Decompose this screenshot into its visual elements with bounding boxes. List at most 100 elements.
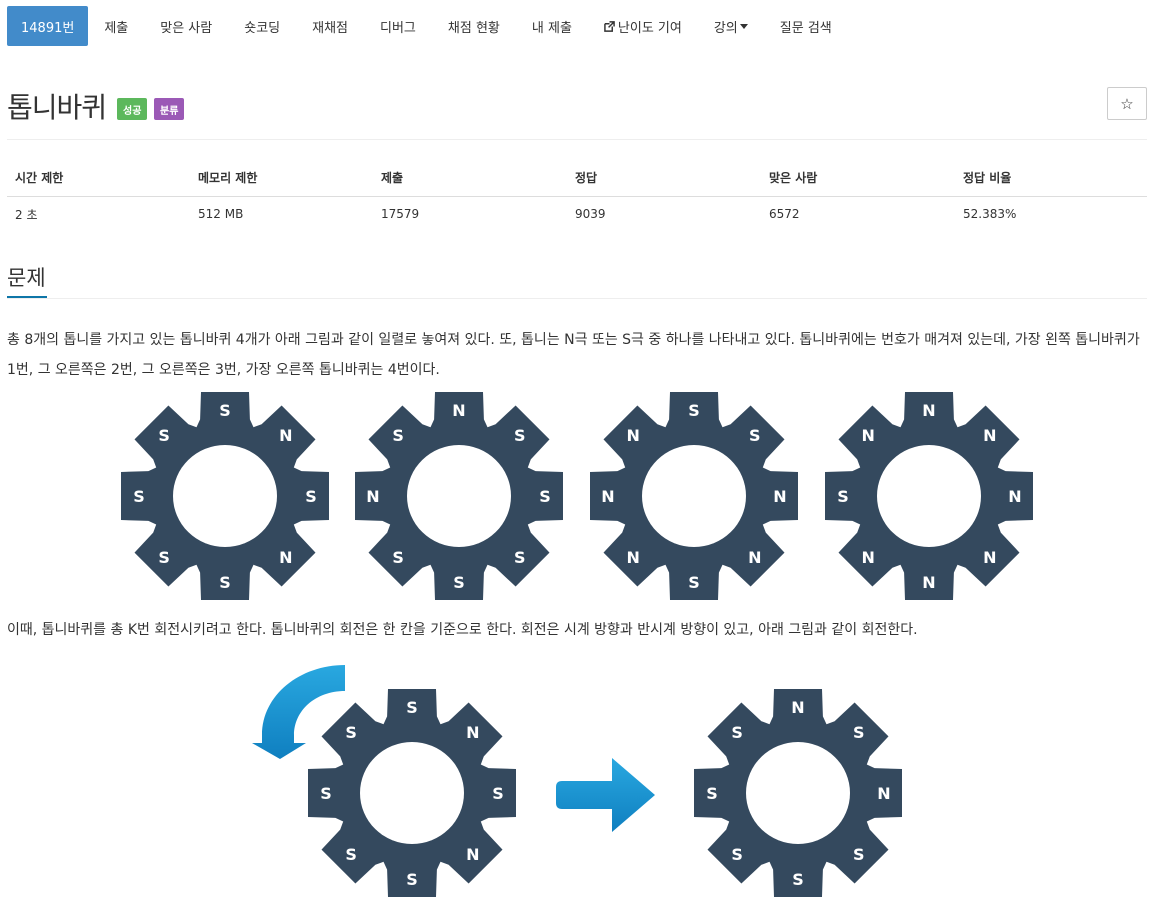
gear-hole	[746, 742, 850, 844]
gear-tooth-label: S	[320, 784, 332, 803]
gear-tooth-label: S	[514, 548, 526, 567]
gear-tooth-label: S	[219, 573, 231, 592]
gear-tooth-label: S	[853, 845, 865, 864]
gear-tooth-label: N	[922, 401, 935, 420]
td-submissions: 17579	[381, 207, 420, 222]
gear-tooth-label: S	[392, 426, 404, 445]
problem-paragraph-2: 이때, 톱니바퀴를 총 K번 회전시키려고 한다. 톱니바퀴의 회전은 한 칸을…	[7, 622, 918, 638]
gear-tooth-label: N	[922, 573, 935, 592]
gear-tooth-label: N	[466, 723, 479, 742]
gear-hole	[407, 445, 511, 547]
gear-tooth-label: S	[688, 401, 700, 420]
gear-before-rotation: S N S N S S S S	[308, 689, 516, 897]
gear-tooth-label: N	[983, 548, 996, 567]
gear-tooth-label: S	[837, 487, 849, 506]
table-header-row: 시간 제한 메모리 제한 제출 정답 맞은 사람 정답 비율	[7, 160, 1147, 197]
gear-tooth-label: N	[466, 845, 479, 864]
gear-tooth-label: N	[862, 548, 875, 567]
gear-tooth-label: S	[731, 845, 743, 864]
section-divider	[7, 298, 1147, 299]
section-underline	[7, 296, 47, 298]
gear-tooth-label: S	[492, 784, 504, 803]
nav-lecture-dropdown[interactable]: 강의	[698, 6, 764, 46]
counterclockwise-arrow-icon	[252, 665, 345, 759]
nav-short-coding[interactable]: 숏코딩	[244, 20, 281, 36]
gear-tooth-label: S	[406, 870, 418, 889]
gear-hole	[173, 445, 277, 547]
problem-header: 톱니바퀴 성공 분류 ☆	[7, 86, 1147, 126]
gear-tooth-label: N	[862, 426, 875, 445]
nav-debug[interactable]: 디버그	[380, 20, 416, 36]
gear-tooth-label: N	[877, 784, 890, 803]
nav-status[interactable]: 채점 현황	[447, 20, 500, 36]
gear-tooth-label: S	[453, 573, 465, 592]
th-ratio: 정답 비율	[955, 160, 1147, 197]
gear-tooth-label: S	[392, 548, 404, 567]
gear-tooth-label: S	[406, 698, 418, 717]
gear-tooth-label: N	[366, 487, 379, 506]
solved-badge[interactable]: 성공	[117, 98, 148, 120]
th-time-limit: 시간 제한	[7, 160, 190, 197]
nav-difficulty-contribution[interactable]: 난이도 기여	[588, 6, 698, 46]
gear-tooth-label: S	[219, 401, 231, 420]
gear-tooth-label: S	[792, 870, 804, 889]
gear-tooth-label: S	[749, 426, 761, 445]
gear-tooth-label: N	[748, 548, 761, 567]
td-time-limit: 2 초	[15, 207, 38, 222]
problem-nav: 14891번 제출 맞은 사람 숏코딩 재채점 디버그 채점 현황 내 제출 난…	[7, 6, 848, 46]
nav-problem-number[interactable]: 14891번	[7, 6, 89, 46]
nav-submit[interactable]: 제출	[104, 20, 129, 36]
th-correct: 정답	[567, 160, 761, 197]
gear-3: S S N N S N N N	[590, 392, 798, 600]
table-row: 2 초 512 MB 17579 9039 6572 52.383%	[7, 196, 1147, 232]
problem-title: 톱니바퀴	[7, 91, 107, 124]
gear-tooth-label: N	[627, 548, 640, 567]
gear-tooth-label: N	[601, 487, 614, 506]
gear-tooth-label: S	[731, 723, 743, 742]
nav-accepted-users[interactable]: 맞은 사람	[160, 20, 213, 36]
gear-tooth-label: S	[133, 487, 145, 506]
gear-tooth-label: N	[1008, 487, 1021, 506]
gear-tooth-label: S	[539, 487, 551, 506]
gear-tooth-label: N	[791, 698, 804, 717]
td-memory-limit: 512 MB	[198, 207, 244, 222]
td-accepted-users: 6572	[769, 207, 800, 222]
gear-tooth-label: S	[345, 845, 357, 864]
gear-tooth-label: N	[452, 401, 465, 420]
nav-question-search[interactable]: 질문 검색	[779, 20, 832, 36]
td-correct: 9039	[575, 207, 606, 222]
divider	[7, 139, 1147, 140]
gear-tooth-label: N	[279, 426, 292, 445]
gear-tooth-label: S	[345, 723, 357, 742]
gear-hole	[642, 445, 746, 547]
favorite-star-button[interactable]: ☆	[1107, 87, 1147, 120]
section-title-problem: 문제	[7, 266, 46, 290]
gear-tooth-label: S	[688, 573, 700, 592]
right-arrow-icon	[556, 758, 655, 832]
nav-my-submissions[interactable]: 내 제출	[531, 20, 572, 36]
nav-rejudge[interactable]: 재채점	[312, 20, 349, 36]
gear-hole	[360, 742, 464, 844]
gear-hole	[877, 445, 981, 547]
th-accepted-users: 맞은 사람	[761, 160, 955, 197]
gear-tooth-label: S	[305, 487, 317, 506]
gear-tooth-label: S	[853, 723, 865, 742]
nav-lecture-label: 강의	[713, 20, 738, 36]
category-badge[interactable]: 분류	[154, 98, 185, 120]
gear-tooth-label: N	[983, 426, 996, 445]
th-submissions: 제출	[373, 160, 567, 197]
problem-paragraph-1: 총 8개의 톱니를 가지고 있는 톱니바퀴 4개가 아래 그림과 같이 일렬로 …	[7, 332, 1140, 378]
caret-down-icon	[739, 23, 748, 29]
gear-tooth-label: N	[627, 426, 640, 445]
external-link-icon	[604, 20, 615, 32]
gear-tooth-label: S	[158, 426, 170, 445]
td-ratio: 52.383%	[963, 207, 1017, 222]
gear-tooth-label: N	[773, 487, 786, 506]
problem-info-table: 시간 제한 메모리 제한 제출 정답 맞은 사람 정답 비율 2 초 512 M…	[7, 160, 1147, 232]
th-memory-limit: 메모리 제한	[190, 160, 373, 197]
